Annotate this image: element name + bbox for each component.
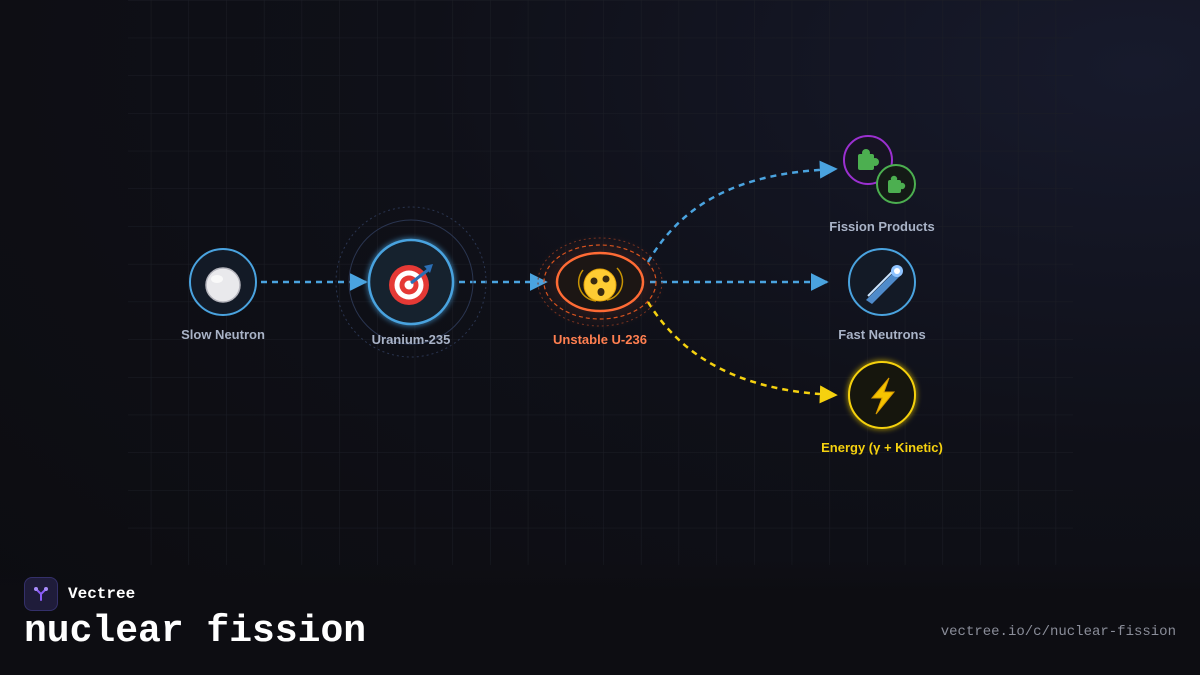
white-circle-icon: [205, 267, 241, 303]
orbit-ring-dashed: [543, 244, 657, 320]
fast-neutrons-label: Fast Neutrons: [838, 327, 925, 342]
puzzle-piece-icon-small: [888, 175, 906, 193]
uranium-label: Uranium-235: [372, 332, 451, 347]
edge-unstable-to-energy: [646, 301, 838, 404]
orbit-ring-outer: [537, 237, 663, 327]
node-unstable-u236: Unstable U-236: [534, 234, 666, 347]
comet-icon: [866, 265, 903, 304]
node-slow-neutron: Slow Neutron: [181, 248, 265, 342]
fission-products-label: Fission Products: [829, 219, 934, 234]
brand: Vectree: [24, 577, 135, 611]
brand-name: Vectree: [68, 585, 136, 603]
edge-unstable-to-fission-products: [646, 160, 838, 263]
tree-icon: [34, 587, 48, 601]
dizzy-face-icon: [577, 267, 624, 302]
slow-neutron-label: Slow Neutron: [181, 327, 265, 342]
unstable-label: Unstable U-236: [553, 332, 647, 347]
orbit-ring-outer: [335, 206, 487, 358]
node-uranium-235: Uranium-235: [335, 206, 487, 358]
page-url: vectree.io/c/nuclear-fission: [940, 624, 1176, 640]
node-fission-products: Fission Products: [829, 135, 935, 234]
page-title: nuclear fission: [24, 610, 367, 653]
footer: [0, 560, 1200, 675]
lightning-icon: [870, 377, 896, 415]
orbit-ring-inner: [348, 219, 474, 345]
energy-label: Energy (γ + Kinetic): [821, 440, 943, 455]
vectree-logo: [24, 577, 58, 611]
puzzle-piece-icon: [858, 149, 879, 170]
target-icon: [389, 264, 433, 305]
node-fast-neutrons: Fast Neutrons: [838, 248, 926, 342]
node-energy: Energy (γ + Kinetic): [821, 361, 943, 455]
